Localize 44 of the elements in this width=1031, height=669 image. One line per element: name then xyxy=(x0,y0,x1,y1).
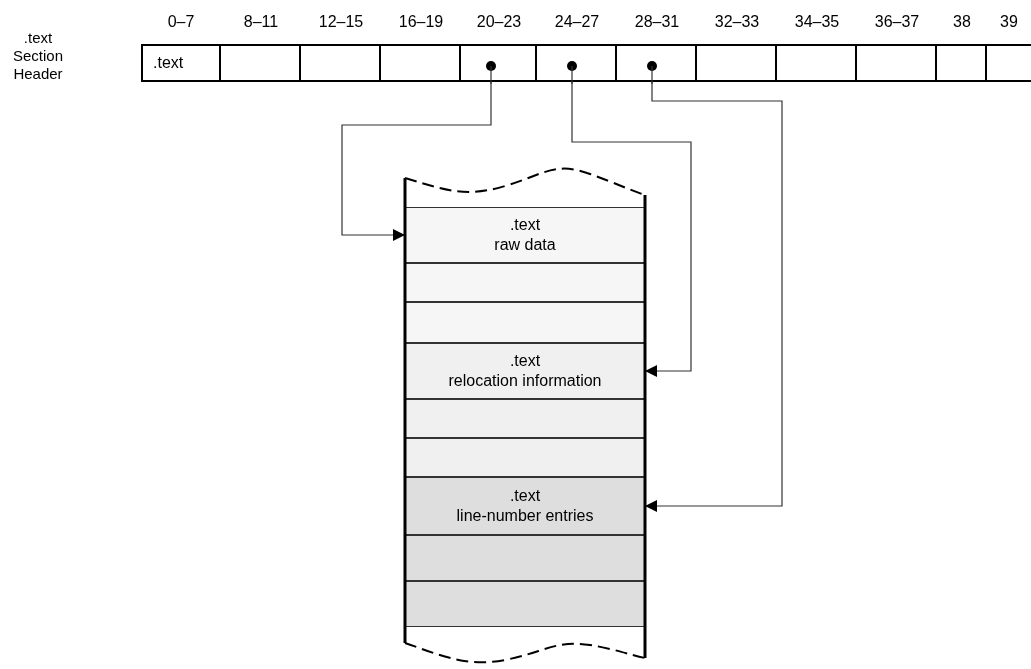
header-cell xyxy=(617,44,697,82)
column-label: 34–35 xyxy=(793,12,841,32)
header-cell xyxy=(937,44,987,82)
header-cell xyxy=(697,44,777,82)
memory-row xyxy=(405,207,645,263)
column-label: 20–23 xyxy=(475,12,523,32)
arrow xyxy=(644,81,783,512)
column-label: 38 xyxy=(952,12,972,32)
header-cell xyxy=(301,44,381,82)
column-label: 28–31 xyxy=(633,12,681,32)
header-cell xyxy=(857,44,937,82)
cell-text: .text xyxy=(153,53,184,73)
cell-text: .text xyxy=(509,486,541,506)
column-label: 36–37 xyxy=(873,12,921,32)
cell-text: relocation information xyxy=(448,371,602,391)
column-label: 16–19 xyxy=(397,12,445,32)
header-cell xyxy=(221,44,301,82)
memory-row xyxy=(405,302,645,343)
memory-row xyxy=(405,477,645,535)
header-label: .text Section Header xyxy=(11,29,64,83)
column-label: 32–33 xyxy=(713,12,761,32)
column-label: 24–27 xyxy=(553,12,601,32)
header-cell xyxy=(381,44,461,82)
cell-text: .text xyxy=(509,351,541,371)
header-cell xyxy=(777,44,857,82)
column-label: 39 xyxy=(999,12,1019,32)
memory-row xyxy=(405,399,645,438)
memory-row xyxy=(405,263,645,302)
column-label: 8–11 xyxy=(242,12,280,32)
column-label: 12–15 xyxy=(317,12,365,32)
memory-row xyxy=(405,438,645,477)
cell-text: line-number entries xyxy=(456,506,594,526)
cell-text: raw data xyxy=(494,235,556,255)
header-cell xyxy=(987,44,1031,82)
header-cell xyxy=(141,44,221,82)
cell-text: .text xyxy=(509,215,541,235)
memory-row xyxy=(405,581,645,627)
arrow xyxy=(341,81,492,241)
column-label: 0–7 xyxy=(166,12,196,32)
header-cell xyxy=(537,44,617,82)
memory-row xyxy=(405,343,645,399)
memory-row xyxy=(405,535,645,581)
header-cell xyxy=(461,44,537,82)
arrow xyxy=(571,81,692,377)
